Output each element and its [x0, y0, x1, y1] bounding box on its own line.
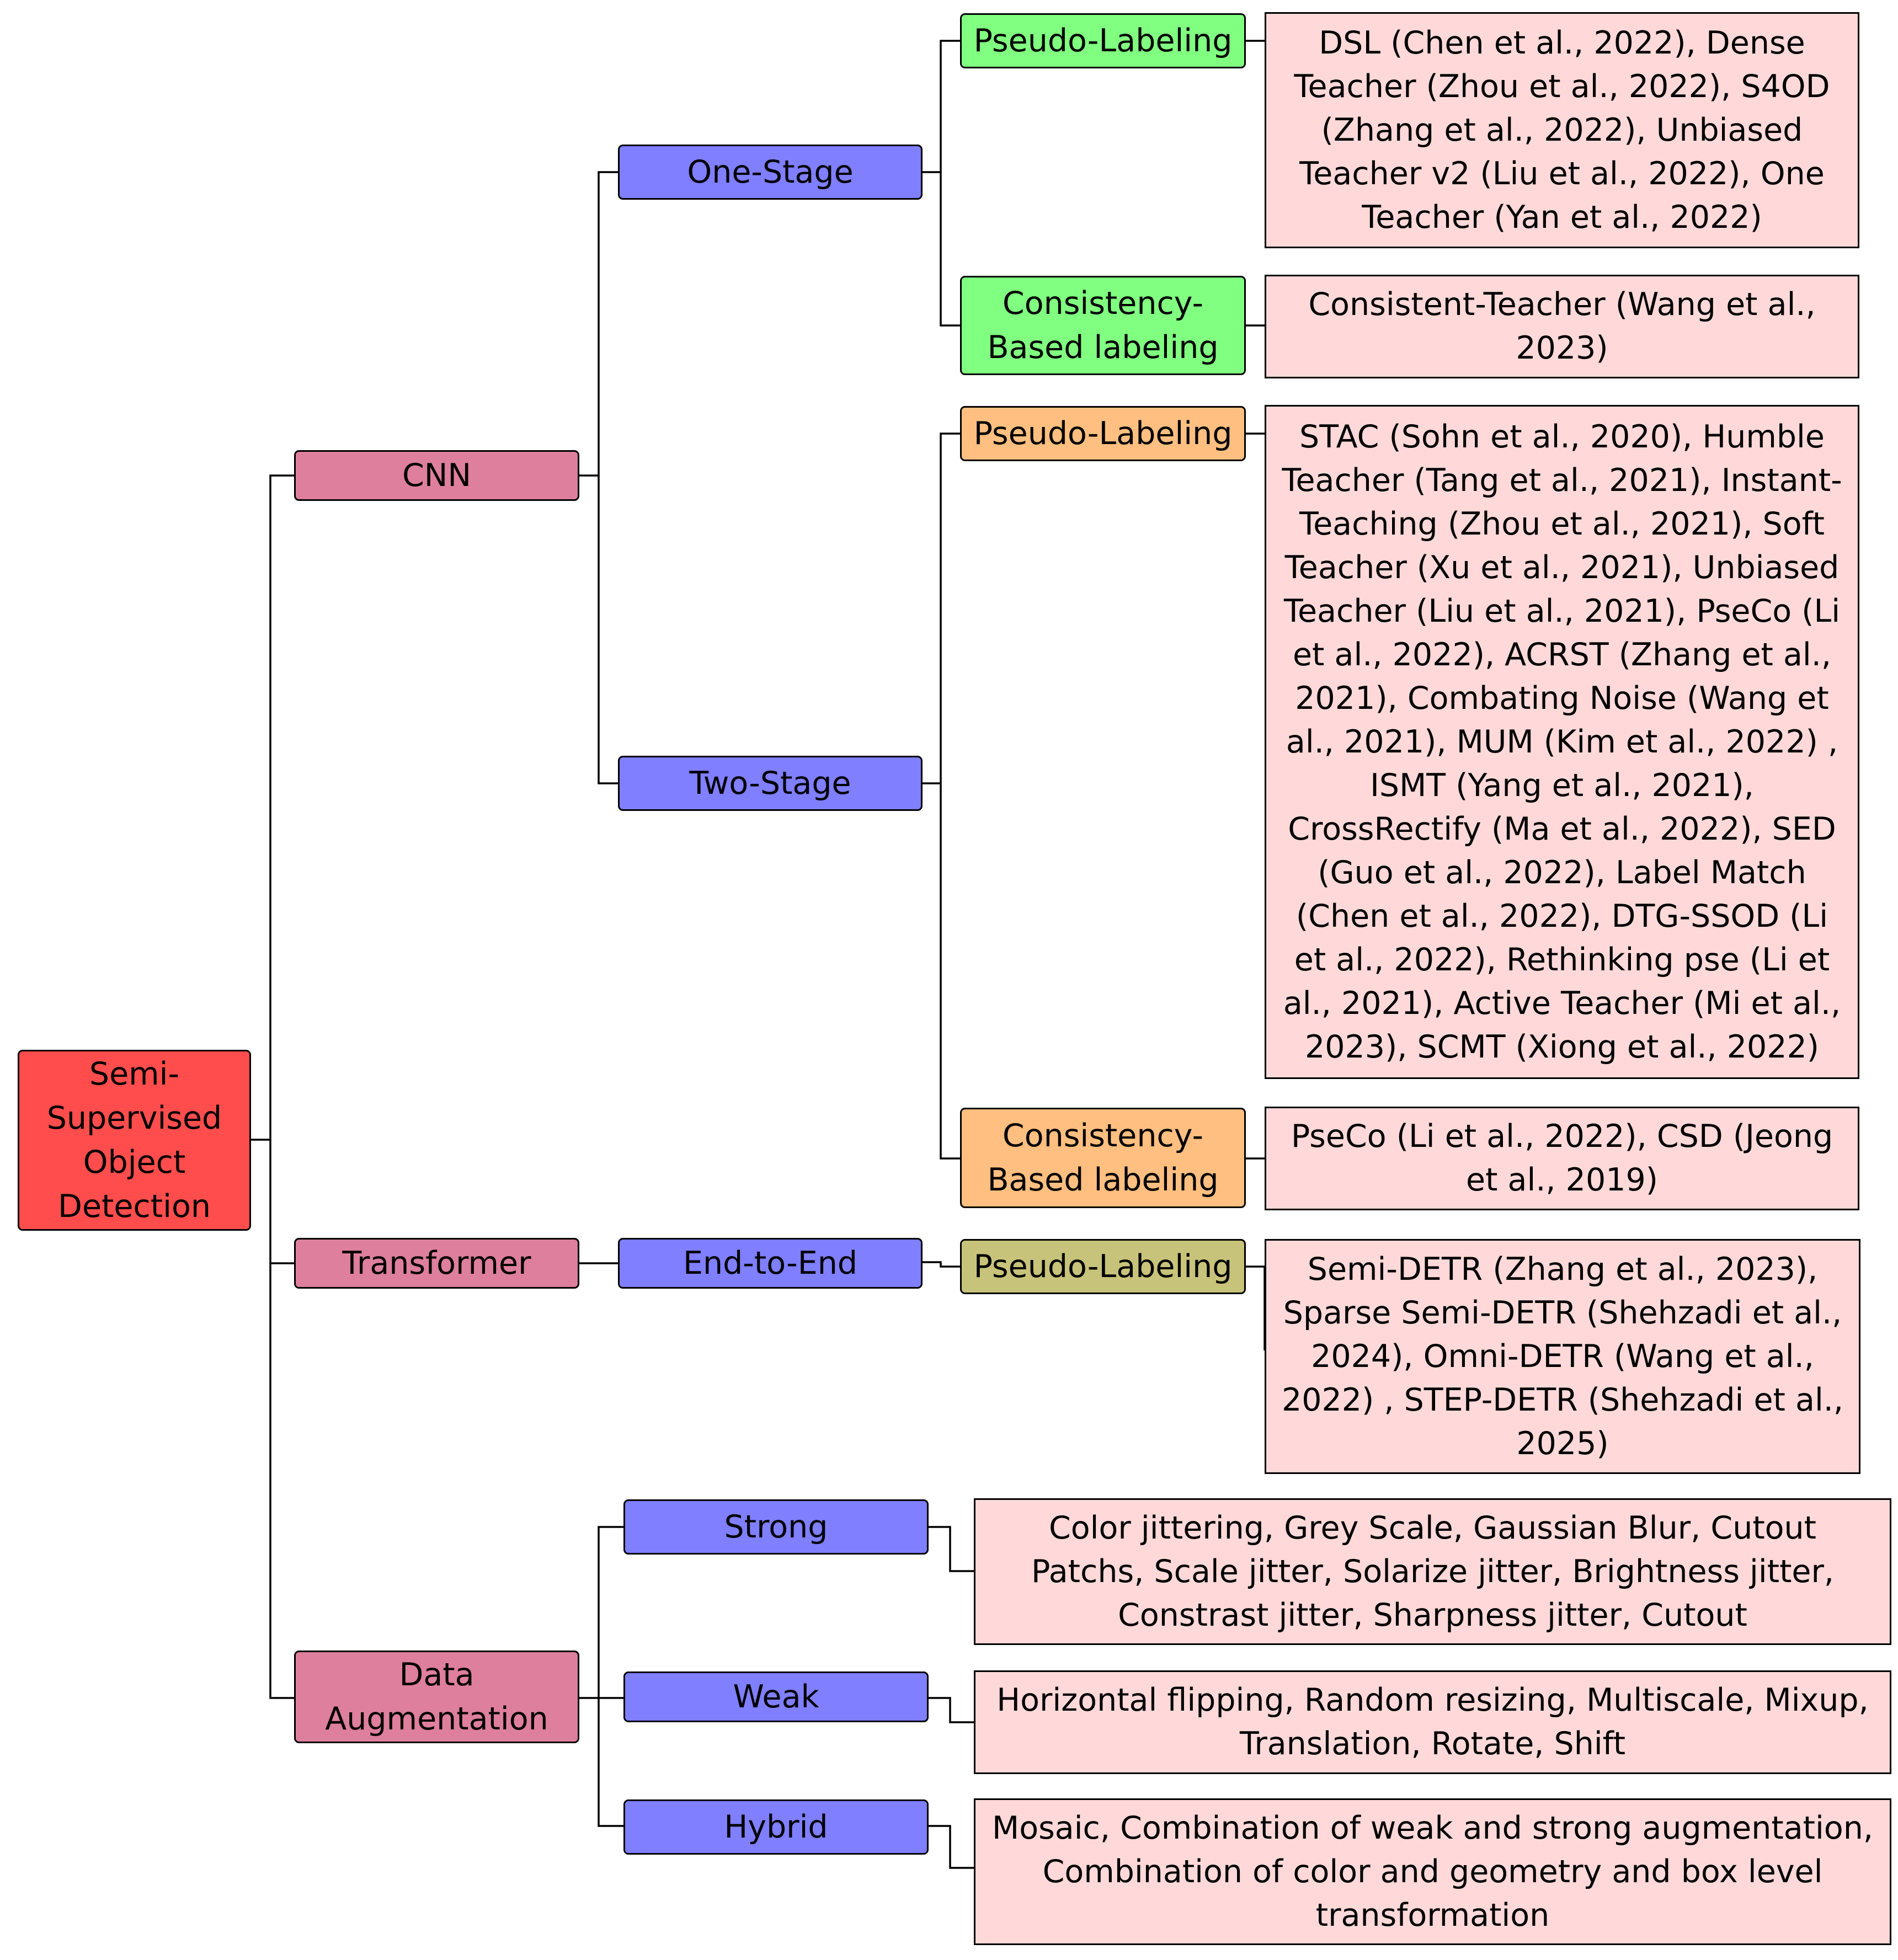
one-stage-pseudo-labeling-label: Pseudo-Labeling	[973, 23, 1233, 59]
root-node: Semi-Supervised Object Detection	[18, 1050, 251, 1231]
edge-twostage-consistency	[940, 783, 960, 1160]
one-stage-node: One-Stage	[618, 145, 923, 200]
two-stage-pseudo-labeling-label: Pseudo-Labeling	[973, 415, 1233, 452]
one-stage-consistency-references: Consistent-Teacher (Wang et al., 2023)	[1265, 275, 1859, 378]
data-augmentation-label: Data Augmentation	[325, 1657, 548, 1737]
edge-cnn-onestage	[579, 171, 618, 477]
two-stage-consistency-references-text: PseCo (Li et al., 2022), CSD (Jeong et a…	[1291, 1118, 1833, 1198]
one-stage-consistency-references-text: Consistent-Teacher (Wang et al., 2023)	[1308, 286, 1816, 366]
cnn-node: CNN	[294, 450, 579, 501]
weak-label: Weak	[733, 1679, 819, 1715]
two-stage-pseudo-labeling-node: Pseudo-Labeling	[960, 406, 1246, 461]
edge-root-cnn	[251, 474, 294, 1141]
one-stage-pseudo-labeling-node: Pseudo-Labeling	[960, 13, 1246, 68]
edge-aug-strong	[579, 1526, 623, 1699]
edge-root-transformer	[269, 1140, 294, 1264]
weak-augmentation-references-text: Horizontal flipping, Random resizing, Mu…	[996, 1682, 1869, 1762]
transformer-node: Transformer	[294, 1238, 579, 1289]
data-augmentation-node: Data Augmentation	[294, 1651, 579, 1743]
strong-node: Strong	[623, 1499, 929, 1555]
edge-root-augmentation	[269, 1263, 294, 1699]
two-stage-node: Two-Stage	[618, 756, 923, 811]
hybrid-augmentation-references-text: Mosaic, Combination of weak and strong a…	[992, 1809, 1873, 1934]
two-stage-label: Two-Stage	[689, 765, 851, 802]
edge-weak-refs	[929, 1697, 974, 1723]
one-stage-consistency-node: Consistency-Based labeling	[960, 276, 1246, 375]
strong-augmentation-references: Color jittering, Grey Scale, Gaussian Bl…	[974, 1498, 1891, 1645]
weak-augmentation-references: Horizontal flipping, Random resizing, Mu…	[974, 1670, 1891, 1774]
two-stage-pseudo-references-text: STAC (Sohn et al., 2020), Humble Teacher…	[1282, 418, 1842, 1065]
edge-onestage-consistency	[940, 172, 960, 327]
strong-augmentation-references-text: Color jittering, Grey Scale, Gaussian Bl…	[1031, 1509, 1835, 1633]
edge-hybrid-refs	[929, 1825, 974, 1869]
hybrid-augmentation-references: Mosaic, Combination of weak and strong a…	[974, 1798, 1891, 1945]
transformer-pseudo-references-text: Semi-DETR (Zhang et al., 2023), Sparse S…	[1281, 1251, 1844, 1462]
two-stage-consistency-label: Consistency-Based labeling	[987, 1118, 1219, 1198]
transformer-label: Transformer	[342, 1245, 531, 1281]
weak-node: Weak	[623, 1671, 929, 1722]
cnn-label: CNN	[402, 457, 472, 494]
edge-aug-hybrid	[598, 1698, 623, 1827]
transformer-pseudo-labeling-label: Pseudo-Labeling	[973, 1248, 1233, 1285]
edge-onestage-pseudo	[923, 40, 960, 173]
hybrid-node: Hybrid	[623, 1799, 929, 1855]
edge-strong-refs	[929, 1526, 974, 1572]
root-label: Semi-Supervised Object Detection	[46, 1056, 222, 1225]
two-stage-consistency-references: PseCo (Li et al., 2022), CSD (Jeong et a…	[1265, 1107, 1859, 1210]
strong-label: Strong	[724, 1509, 828, 1545]
one-stage-consistency-label: Consistency-Based labeling	[987, 285, 1219, 366]
edge-tr-pseudo-refs	[1246, 1265, 1266, 1350]
end-to-end-node: End-to-End	[618, 1238, 923, 1289]
transformer-pseudo-references: Semi-DETR (Zhang et al., 2023), Sparse S…	[1265, 1239, 1860, 1474]
end-to-end-label: End-to-End	[683, 1245, 858, 1281]
edge-twostage-pseudo	[923, 432, 960, 784]
hybrid-label: Hybrid	[724, 1809, 828, 1845]
two-stage-consistency-node: Consistency-Based labeling	[960, 1108, 1246, 1208]
two-stage-pseudo-references: STAC (Sohn et al., 2020), Humble Teacher…	[1265, 405, 1859, 1079]
one-stage-pseudo-references-text: DSL (Chen et al., 2022), Dense Teacher (…	[1294, 24, 1830, 236]
transformer-pseudo-labeling-node: Pseudo-Labeling	[960, 1239, 1246, 1294]
edge-e2e-pseudo	[923, 1261, 960, 1268]
one-stage-pseudo-references: DSL (Chen et al., 2022), Dense Teacher (…	[1265, 12, 1859, 248]
one-stage-label: One-Stage	[687, 154, 854, 190]
edge-cnn-twostage	[598, 476, 618, 784]
